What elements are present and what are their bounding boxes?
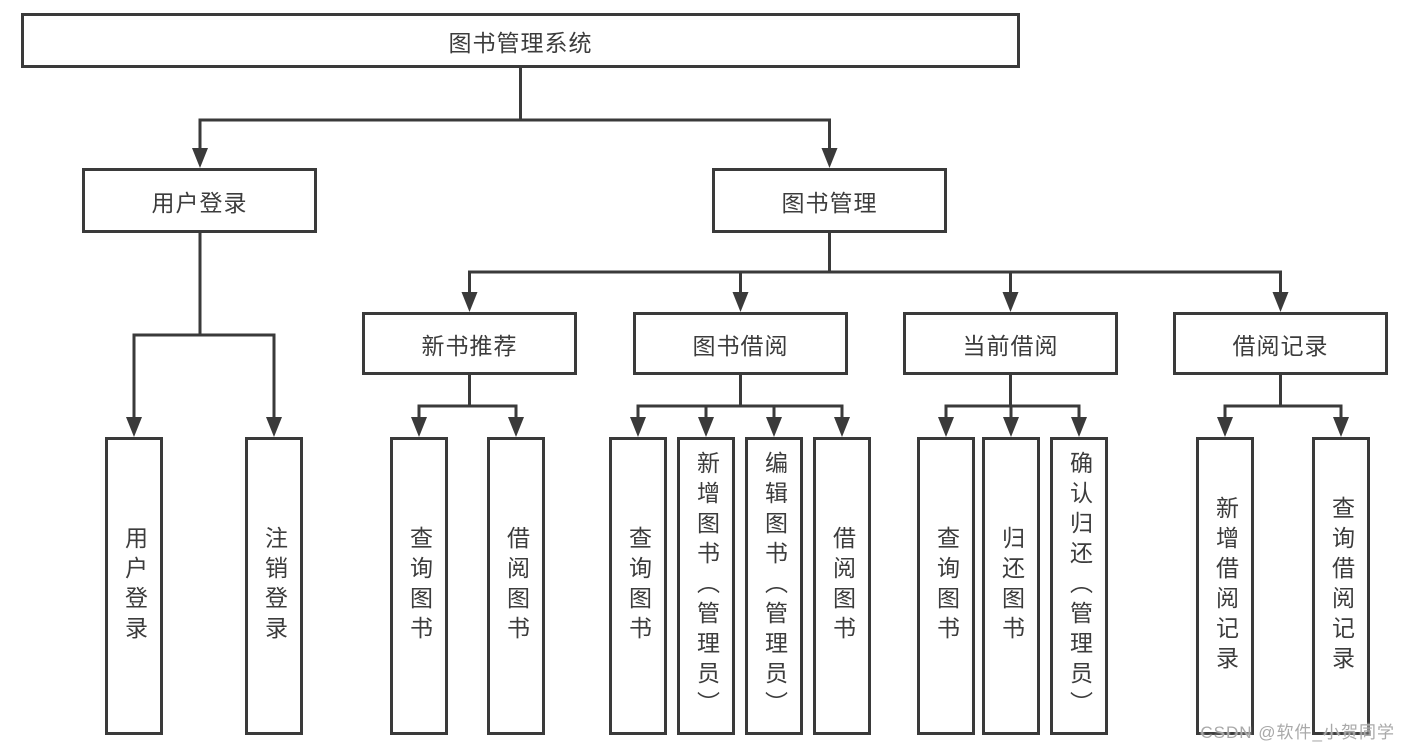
leaf-query-books: 查询图书 <box>917 437 975 735</box>
node-label: 查询图书 <box>933 526 960 646</box>
csdn-watermark: CSDN @软件_小贺同学 <box>1200 723 1395 742</box>
node-new-book-recommendation: 新书推荐 <box>362 312 577 375</box>
connector-bookmgmt-to-level3 <box>468 233 1282 294</box>
node-user-login: 用户登录 <box>82 168 317 233</box>
arrow-head <box>766 417 782 437</box>
node-label: 图书管理 <box>781 189 878 216</box>
node-label: 借阅图书 <box>503 526 530 646</box>
leaf-query-books: 查询图书 <box>390 437 448 735</box>
node-current-borrowing: 当前借阅 <box>903 312 1118 375</box>
node-book-borrowing: 图书借阅 <box>633 312 848 375</box>
arrow-head <box>1071 417 1087 437</box>
node-label: 用户登录 <box>151 189 248 216</box>
arrow-head <box>834 417 850 437</box>
leaf-confirm-return-admin: 确认归还（管理员） <box>1050 437 1108 735</box>
connector-userlogin-to-leaves <box>132 233 276 419</box>
node-label: 新增图书（管理员） <box>693 451 720 721</box>
leaf-query-books: 查询图书 <box>609 437 667 735</box>
arrow-head <box>1333 417 1349 437</box>
arrow-head <box>266 417 282 437</box>
leaf-user-login: 用户登录 <box>105 437 163 735</box>
arrow-head <box>1002 292 1019 312</box>
connector-records-to-leaves <box>1223 375 1343 419</box>
node-label: 归还图书 <box>998 526 1025 646</box>
arrow-head <box>508 417 524 437</box>
connector-bookborrow-to-leaves <box>636 375 844 419</box>
node-label: 编辑图书（管理员） <box>761 451 788 721</box>
arrow-head <box>821 148 838 168</box>
node-label: 注销登录 <box>261 526 288 646</box>
connector-currentborrow-to-leaves <box>944 375 1081 419</box>
arrow-head <box>630 417 646 437</box>
leaf-return-books: 归还图书 <box>982 437 1040 735</box>
node-label: 确认归还（管理员） <box>1066 451 1093 721</box>
arrow-head <box>1217 417 1233 437</box>
arrow-head <box>732 292 749 312</box>
arrow-head <box>461 292 478 312</box>
connector-root-to-level2 <box>198 68 831 150</box>
node-label: 当前借阅 <box>962 332 1059 359</box>
arrow-head <box>192 148 208 168</box>
node-label: 借阅记录 <box>1232 332 1329 359</box>
node-label: 查询借阅记录 <box>1328 496 1355 676</box>
node-book-management: 图书管理 <box>712 168 947 233</box>
node-root-library-management-system: 图书管理系统 <box>21 13 1020 68</box>
node-label: 图书管理系统 <box>448 29 593 56</box>
arrow-head <box>1272 292 1289 312</box>
arrow-head <box>698 417 714 437</box>
connector-newbook-to-leaves <box>417 375 518 419</box>
node-label: 查询图书 <box>406 526 433 646</box>
node-label: 新增借阅记录 <box>1212 496 1239 676</box>
leaf-borrow-books: 借阅图书 <box>487 437 545 735</box>
node-label: 查询图书 <box>625 526 652 646</box>
leaf-edit-books-admin: 编辑图书（管理员） <box>745 437 803 735</box>
leaf-borrow-books: 借阅图书 <box>813 437 871 735</box>
leaf-add-books-admin: 新增图书（管理员） <box>677 437 735 735</box>
arrow-head <box>1003 417 1019 437</box>
node-label: 新书推荐 <box>421 332 518 359</box>
node-label: 图书借阅 <box>692 332 789 359</box>
leaf-add-borrow-record: 新增借阅记录 <box>1196 437 1254 735</box>
leaf-query-borrow-record: 查询借阅记录 <box>1312 437 1370 735</box>
node-label: 借阅图书 <box>829 526 856 646</box>
leaf-logout: 注销登录 <box>245 437 303 735</box>
arrow-head <box>411 417 427 437</box>
arrow-head <box>126 417 142 437</box>
arrow-head <box>938 417 954 437</box>
node-label: 用户登录 <box>121 526 148 646</box>
node-borrowing-records: 借阅记录 <box>1173 312 1388 375</box>
